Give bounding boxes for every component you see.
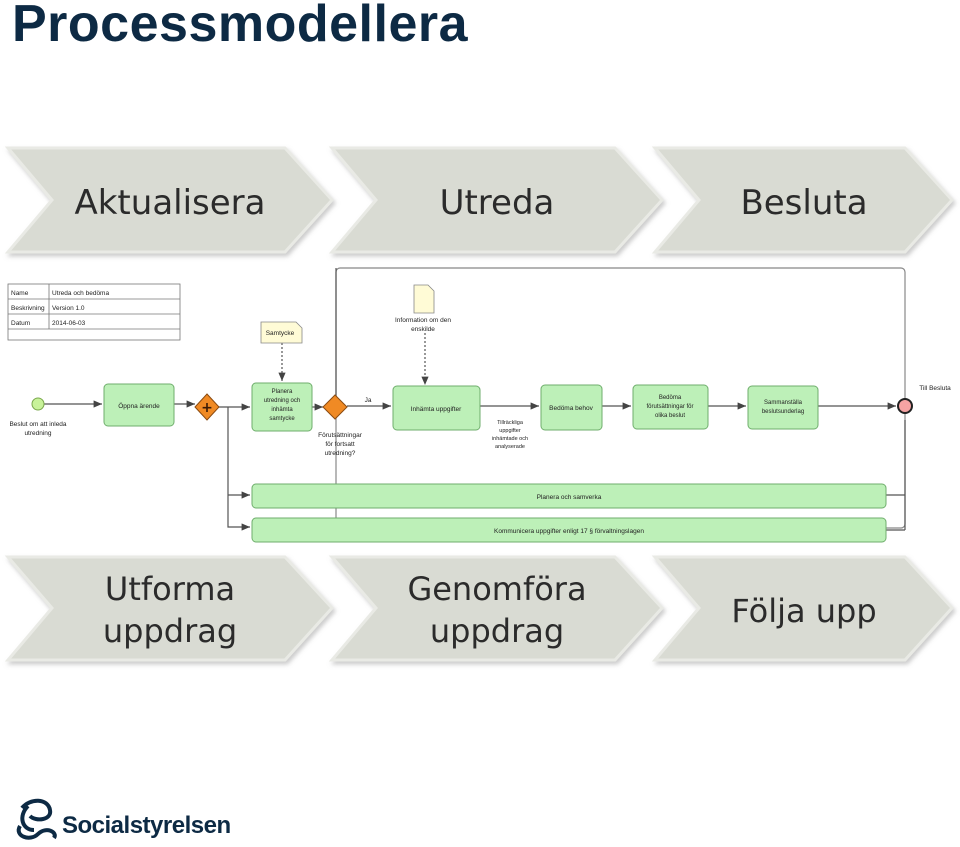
task-label: Bedöma xyxy=(659,395,682,401)
phase-chevron-besluta: Besluta xyxy=(651,146,955,254)
info-table: Name Utreda och bedöma Beskrivning Versi… xyxy=(7,283,181,341)
collect-note: inhämtade och xyxy=(492,436,528,442)
phase-chevron-aktualisera: Aktualisera xyxy=(4,146,335,254)
parallel-gateway: + xyxy=(194,393,220,421)
task-label: samtycke xyxy=(269,416,295,422)
collect-note: analyserade xyxy=(495,444,525,450)
info-value: Version 1.0 xyxy=(52,305,85,312)
sequence-flows xyxy=(44,268,906,531)
task-planera-utredning[interactable]: Planera utredning och inhämta samtycke xyxy=(251,382,313,432)
phase-chevron-folja-upp: Följa upp xyxy=(651,555,955,662)
phase-label: Besluta xyxy=(740,183,867,223)
end-event-label: Till Besluta xyxy=(919,385,951,392)
task-label: förutsättningar för xyxy=(646,404,693,410)
collect-note: uppgifter xyxy=(499,428,521,434)
start-event-label: utredning xyxy=(24,430,51,437)
task-sammanstalla[interactable]: Sammanställa beslutsunderlag xyxy=(747,385,819,430)
info-label: Name xyxy=(11,290,29,297)
logo-mark xyxy=(16,798,57,840)
task-bedoma-behov[interactable]: Bedöma behov xyxy=(540,384,603,431)
gateway-yes-label: Ja xyxy=(365,397,372,404)
activity-kommunicera[interactable]: Kommunicera uppgifter enligt 17 § förval… xyxy=(251,517,887,543)
data-object-samtycke: Samtycke xyxy=(260,321,303,344)
task-label: utredning och xyxy=(264,398,300,404)
logo-wordmark: Socialstyrelsen xyxy=(62,812,231,839)
activity-planera-samverka[interactable]: Planera och samverka xyxy=(251,483,887,509)
gateway-label: Förutsättningar xyxy=(318,432,363,439)
start-event xyxy=(31,397,45,411)
svg-text:+: + xyxy=(201,400,213,416)
activity-label: Kommunicera uppgifter enligt 17 § förval… xyxy=(494,528,644,535)
task-label: Inhämta uppgifter xyxy=(411,406,462,413)
activity-label: Planera och samverka xyxy=(537,494,602,501)
task-label: Öppna ärende xyxy=(118,402,160,410)
phase-label: Utforma xyxy=(105,570,235,608)
doc-label: Information om den xyxy=(395,317,451,324)
gateway-label: för fortsatt xyxy=(325,441,354,448)
task-label: Planera xyxy=(272,389,293,395)
page-title: Processmodellera xyxy=(12,0,469,53)
exclusive-gateway xyxy=(322,394,348,420)
task-label: Bedöma behov xyxy=(549,405,593,412)
phase-label: Följa upp xyxy=(731,592,876,630)
collect-note: Tillräckliga xyxy=(497,420,524,426)
info-label: Datum xyxy=(11,320,30,327)
doc-label: Samtycke xyxy=(266,330,295,337)
info-value: Utreda och bedöma xyxy=(52,290,109,297)
task-label: inhämta xyxy=(271,407,293,413)
task-oppna-arende[interactable]: Öppna ärende xyxy=(103,383,175,427)
task-bedoma-forutsattningar[interactable]: Bedöma förutsättningar för olika beslut xyxy=(632,384,709,430)
start-event-label: Beslut om att inleda xyxy=(9,421,66,428)
info-label: Beskrivning xyxy=(11,305,45,312)
task-label: olika beslut xyxy=(655,413,685,419)
doc-label: enskilde xyxy=(411,326,435,333)
phase-chevron-utreda: Utreda xyxy=(328,146,665,254)
task-label: beslutsunderlag xyxy=(762,409,804,415)
phase-label: uppdrag xyxy=(103,612,237,650)
phase-label: uppdrag xyxy=(430,612,564,650)
phase-chevron-utforma: Utforma uppdrag xyxy=(4,555,335,662)
phase-chevron-genomfora: Genomföra uppdrag xyxy=(328,555,665,662)
phase-label: Aktualisera xyxy=(74,183,265,223)
task-inhamta-uppgifter[interactable]: Inhämta uppgifter xyxy=(392,385,481,431)
phase-label: Utreda xyxy=(440,183,555,223)
end-event xyxy=(897,398,913,414)
data-object-information: Information om den enskilde xyxy=(395,284,451,333)
task-label: Sammanställa xyxy=(764,400,803,406)
phase-label: Genomföra xyxy=(407,570,586,608)
gateway-label: utredning? xyxy=(325,450,356,457)
info-value: 2014-06-03 xyxy=(52,320,86,327)
